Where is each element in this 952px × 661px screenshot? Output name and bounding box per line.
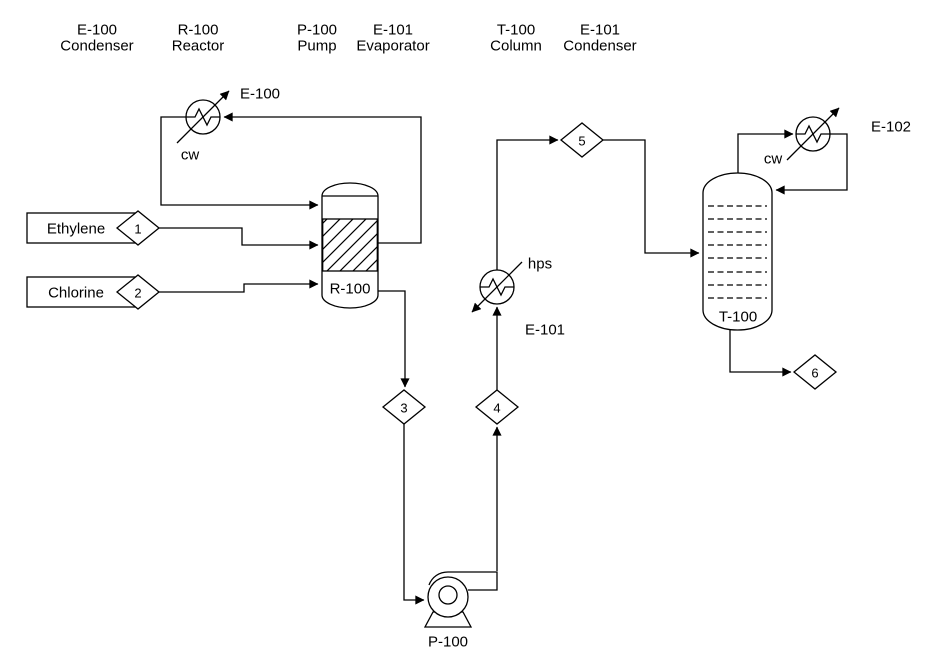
legend-item: R-100 Reactor [172, 22, 225, 55]
legend-item-id: T-100 [497, 22, 535, 39]
condenser-e100: E-100 cw [176, 86, 280, 164]
column-t100: T-100 [702, 172, 773, 331]
stream-diamond [381, 389, 427, 425]
stream-diamond [474, 389, 520, 425]
stream-number: 5 [578, 134, 585, 149]
stream-line-reactor-bottoms [378, 290, 410, 388]
stream-line-evaporator-outlet [496, 135, 559, 270]
stream-diamond [115, 274, 161, 310]
legend-item: E-100 Condenser [60, 22, 133, 55]
stream-line-reactor-vapor-to-e100 [223, 112, 422, 244]
stream-line-chlorine-feed [159, 279, 319, 293]
legend-item: T-100 Column [490, 22, 542, 55]
stream-marker-5: 5 [559, 122, 605, 158]
stream-number: 2 [134, 286, 141, 301]
legend-item-id: E-100 [77, 22, 117, 39]
legend-item-type: Reactor [172, 38, 225, 55]
stream-diamond [792, 354, 838, 390]
legend-item-type: Evaporator [356, 38, 429, 55]
stream-diamond [115, 210, 161, 246]
equipment-tag: E-102 [871, 119, 911, 136]
legend-item-type: Pump [297, 38, 336, 55]
legend-item: P-100 Pump [297, 22, 337, 55]
stream-marker-3: 3 [381, 389, 427, 425]
stream-line-column-feed [603, 139, 700, 258]
equipment-tag: R-100 [330, 281, 371, 298]
feed-label: Chlorine [48, 285, 104, 302]
stream-marker-4: 4 [474, 389, 520, 425]
hp-steam-line [471, 261, 523, 313]
stream-line-to-pump-suction [403, 424, 425, 605]
feed-chlorine: Chlorine 2 [26, 274, 161, 310]
utility-label: cw [181, 147, 200, 164]
cooling-water-line [786, 107, 840, 161]
stream-number: 4 [493, 401, 500, 416]
utility-label: cw [764, 151, 783, 168]
condenser-e102: cw E-102 [764, 107, 911, 168]
stream-number: 3 [400, 401, 407, 416]
stream-line-condenser-return [775, 133, 848, 195]
reactor-r100: R-100 [321, 182, 379, 309]
equipment-tag: E-100 [240, 86, 280, 103]
pump-p100: P-100 [423, 571, 498, 651]
stream-line-ethylene-feed [159, 227, 319, 250]
feed-label: Ethylene [47, 221, 105, 238]
catalyst-bed-icon [322, 218, 378, 272]
stream-marker-6: 6 [792, 354, 838, 390]
legend-item-type: Condenser [60, 38, 133, 55]
legend-item-id: E-101 [580, 22, 620, 39]
legend-item: E-101 Condenser [563, 22, 636, 55]
column-trays-icon [708, 205, 767, 299]
utility-label: hps [528, 256, 552, 273]
pump-volute-icon [428, 571, 498, 591]
stream-diamond [559, 122, 605, 158]
legend-item-id: R-100 [178, 22, 219, 39]
evaporator-e101: hps E-101 [471, 256, 565, 339]
equipment-tag: P-100 [428, 634, 468, 651]
pump-casing-icon [427, 576, 469, 618]
pump-impeller-icon [438, 585, 458, 605]
stream-number: 6 [811, 366, 818, 381]
stream-line-e100-return-to-reactor [160, 116, 319, 210]
equipment-tag: E-101 [525, 322, 565, 339]
legend-item: E-101 Evaporator [356, 22, 429, 55]
stream-line-column-overhead [737, 129, 794, 174]
legend-item-id: E-101 [373, 22, 413, 39]
equipment-tag: T-100 [719, 309, 757, 326]
legend-item-type: Condenser [563, 38, 636, 55]
stream-number: 1 [134, 222, 141, 237]
stream-line-column-bottoms [729, 329, 792, 377]
cooling-water-line [176, 90, 230, 144]
legend-item-id: P-100 [297, 22, 337, 39]
legend-item-type: Column [490, 38, 542, 55]
feed-ethylene: Ethylene 1 [26, 210, 161, 246]
column-vessel-icon [702, 172, 773, 331]
equipment-legend: E-100 Condenser R-100 Reactor P-100 Pump… [60, 22, 636, 55]
